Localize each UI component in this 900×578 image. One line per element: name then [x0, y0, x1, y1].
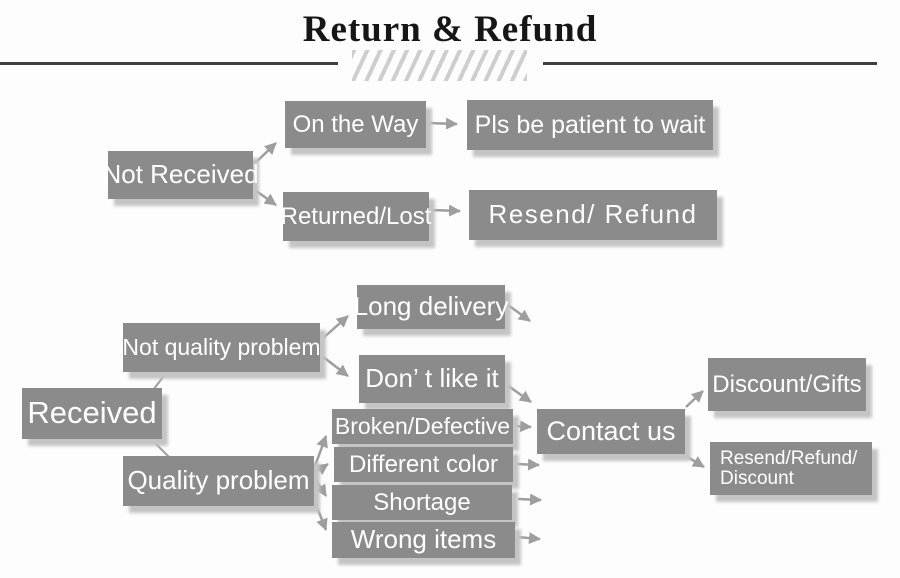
node-resend-refund-discount-text: Resend/Refund/ Discount — [720, 447, 858, 489]
node-discount-gifts: Discount/Gifts — [708, 358, 866, 411]
hatch-decoration — [352, 50, 527, 81]
divider-line-left — [0, 62, 338, 65]
node-quality-problem: Quality problem — [123, 456, 314, 506]
node-not-quality-problem: Not quality problem — [122, 323, 321, 372]
node-shortage: Shortage — [332, 485, 512, 520]
node-wrong-items: Wrong items — [332, 522, 515, 558]
page-title: Return & Refund — [302, 9, 598, 50]
node-contact-us: Contact us — [537, 409, 685, 454]
node-resend-refund: Resend/ Refund — [469, 190, 717, 240]
node-pls-be-patient-to-wait: Pls be patient to wait — [467, 100, 713, 150]
node-different-color: Different color — [334, 447, 513, 482]
node-not-received: Not Received — [102, 151, 259, 199]
node-broken-defective: Broken/Defective — [332, 409, 513, 444]
node-on-the-way: On the Way — [285, 101, 426, 148]
node-resend-refund-discount: Resend/Refund/ Discount — [710, 442, 872, 495]
node-returned-lost: Returned/Lost — [281, 192, 431, 241]
divider-line-right — [543, 62, 877, 65]
node-long-delivery: Long delivery — [354, 285, 508, 329]
node-received: Received — [22, 388, 162, 439]
node-dont-like-it: Don’ t like it — [359, 355, 505, 403]
